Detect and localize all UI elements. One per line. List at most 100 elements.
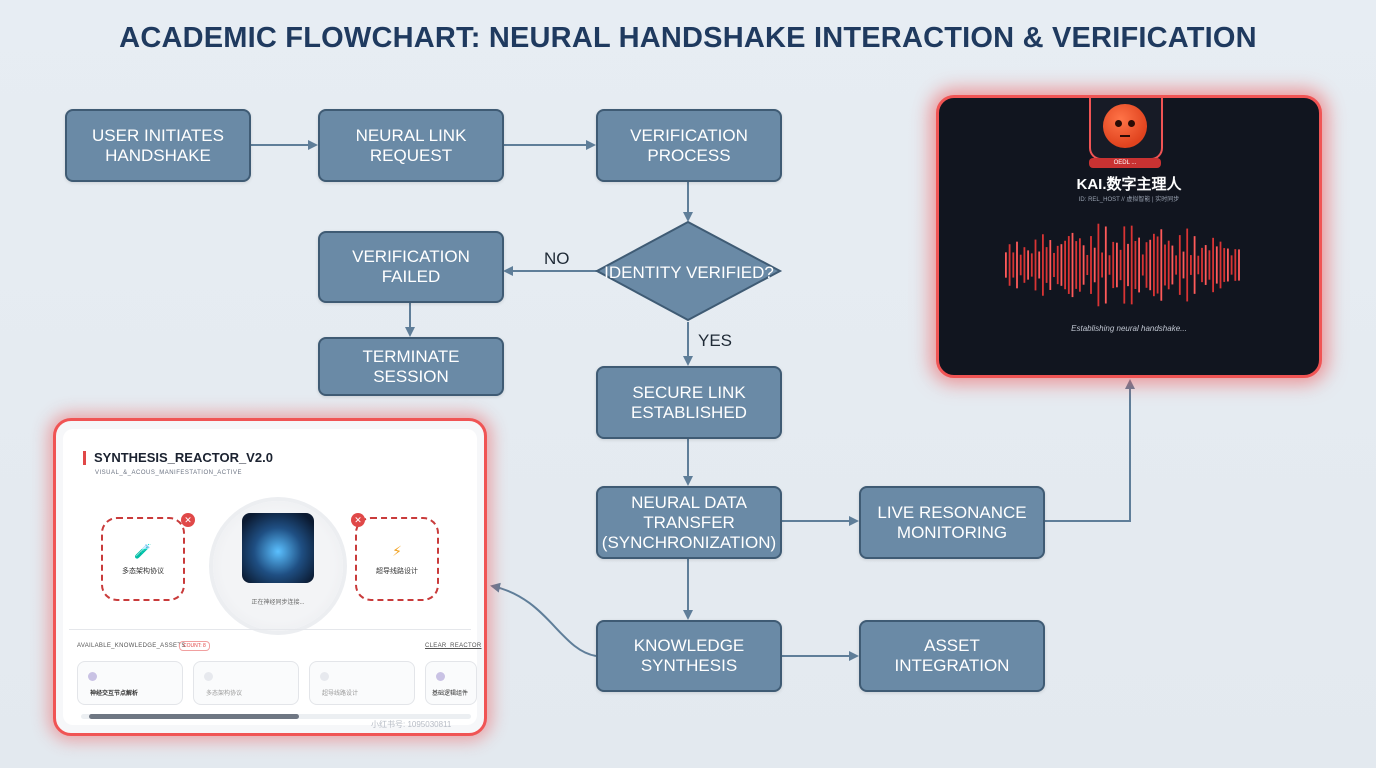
- waveform-bar: [1116, 242, 1118, 288]
- close-icon[interactable]: ✕: [181, 513, 195, 527]
- reactor-card-right-label: 超导线路设计: [376, 567, 418, 575]
- waveform-bar: [1071, 232, 1074, 298]
- waveform-bar: [1141, 254, 1144, 276]
- kai-name: KAI.数字主理人: [1076, 176, 1182, 193]
- list-item[interactable]: 多态架构协议: [193, 661, 299, 705]
- waveform-bar: [1153, 233, 1155, 297]
- scrollbar-thumb[interactable]: [89, 714, 299, 719]
- node-neural-data-transfer: NEURAL DATA TRANSFER (SYNCHRONIZATION): [596, 486, 782, 559]
- waveform-bar: [1164, 244, 1166, 286]
- kai-host-panel: OEDL ... KAI.数字主理人 ID: REL_HOST // 虚拟智能 …: [936, 95, 1322, 378]
- waveform-bar: [1134, 241, 1137, 289]
- waveform-bar: [1042, 234, 1044, 296]
- waveform-bar: [1171, 245, 1174, 285]
- waveform-bar: [1101, 252, 1103, 278]
- robot-avatar: [1089, 98, 1163, 160]
- waveform-bar: [1145, 242, 1148, 288]
- waveform-bar: [1053, 252, 1055, 278]
- waveform-bar: [1193, 236, 1196, 294]
- waveform-bar: [1030, 253, 1033, 277]
- close-icon[interactable]: ✕: [351, 513, 365, 527]
- waveform-bar: [1034, 239, 1037, 291]
- node-secure-link-established: SECURE LINK ESTABLISHED: [596, 366, 782, 439]
- waveform-bar: [1016, 241, 1018, 289]
- kai-status: Establishing neural handshake...: [1071, 324, 1187, 333]
- kai-subtitle: ID: REL_HOST // 虚拟智能 | 实时同步: [1078, 197, 1180, 203]
- waveform-bar: [1238, 249, 1240, 281]
- waveform-bar: [1119, 249, 1122, 281]
- reactor-subtitle: VISUAL_&_ACOUS_MANIFESTATION_ACTIVE: [95, 470, 242, 476]
- test-tube-icon: 🧪: [134, 542, 152, 559]
- reactor-title: SYNTHESIS_REACTOR_V2.0: [83, 451, 273, 465]
- list-item[interactable]: 超导线路设计: [309, 661, 415, 705]
- waveform-bar: [1204, 245, 1207, 285]
- waveform-bar: [1019, 254, 1022, 276]
- page-title: ACADEMIC FLOWCHART: NEURAL HANDSHAKE INT…: [119, 22, 1257, 54]
- lightning-icon: ⚡: [392, 542, 402, 559]
- clear-reactor-button[interactable]: CLEAR_REACTOR: [425, 643, 482, 649]
- reactor-card-right[interactable]: ⚡ 超导线路设计: [355, 517, 439, 601]
- waveform-bar: [1227, 248, 1229, 282]
- decision-diamond: [594, 220, 783, 322]
- waveform-bar: [1197, 255, 1200, 275]
- waveform-bar: [1086, 254, 1089, 276]
- waveform-bar: [1075, 241, 1078, 289]
- waveform-bar: [1082, 245, 1085, 285]
- reactor-card-left-label: 多态架构协议: [122, 567, 164, 575]
- divider: [69, 629, 471, 630]
- waveform-bar: [1108, 255, 1111, 275]
- waveform-bar: [1138, 237, 1140, 293]
- waveform-bar: [1067, 236, 1070, 294]
- reactor-core-caption: 正在神经同步连接...: [251, 600, 305, 606]
- waveform-bar: [1208, 250, 1211, 280]
- waveform-bar: [1023, 247, 1026, 283]
- waveform-bar: [1049, 240, 1052, 290]
- kai-badge: OEDL ...: [1089, 158, 1161, 168]
- waveform-bar: [1230, 255, 1233, 275]
- asset-count-badge: COUNT: 8: [179, 641, 210, 651]
- edge-knowledge-reactor: [490, 582, 597, 657]
- list-item[interactable]: 基础逻辑组件: [425, 661, 477, 705]
- waveform-bar: [1008, 244, 1011, 286]
- waveform-bar: [1223, 248, 1226, 282]
- waveform-bar: [1219, 241, 1222, 289]
- waveform-bar: [1112, 241, 1115, 289]
- waveform-bar: [1201, 247, 1203, 283]
- waveform-bar: [1182, 251, 1185, 279]
- waveform-bar: [1056, 245, 1059, 285]
- reactor-card-left[interactable]: 🧪 多态架构协议: [101, 517, 185, 601]
- synthesis-reactor-panel: SYNTHESIS_REACTOR_V2.0 VISUAL_&_ACOUS_MA…: [53, 418, 487, 736]
- node-live-resonance-monitoring: LIVE RESONANCE MONITORING: [859, 486, 1045, 559]
- audio-waveform: [1005, 223, 1240, 307]
- reactor-core: 正在神经同步连接...: [213, 501, 343, 631]
- node-terminate-session: TERMINATE SESSION: [318, 337, 504, 396]
- node-verification-process: VERIFICATION PROCESS: [596, 109, 782, 182]
- waveform-bar: [1190, 255, 1192, 275]
- node-identity-verified: IDENTITY VERIFIED?: [604, 262, 774, 282]
- waveform-bar: [1012, 252, 1015, 278]
- waveform-bar: [1178, 235, 1181, 295]
- waveform-bar: [1097, 223, 1100, 307]
- waveform-bar: [1149, 239, 1152, 291]
- waveform-bar: [1060, 244, 1063, 286]
- horizontal-scrollbar[interactable]: [81, 714, 471, 719]
- waveform-bar: [1130, 225, 1133, 305]
- waveform-bar: [1127, 243, 1129, 287]
- node-knowledge-synthesis: KNOWLEDGE SYNTHESIS: [596, 620, 782, 692]
- waveform-bar: [1093, 247, 1096, 283]
- waveform-bar: [1234, 249, 1237, 281]
- node-neural-link-request: NEURAL LINK REQUEST: [318, 109, 504, 182]
- node-verification-failed: VERIFICATION FAILED: [318, 231, 504, 303]
- neural-core-image: [242, 513, 314, 583]
- waveform-bar: [1186, 228, 1189, 302]
- reactor-footer: 小红书号: 1095030811: [371, 720, 452, 729]
- waveform-bar: [1079, 238, 1081, 292]
- edge-label-no: NO: [544, 249, 570, 268]
- waveform-bar: [1038, 251, 1041, 279]
- node-user-initiates-handshake: USER INITIATES HANDSHAKE: [65, 109, 251, 182]
- waveform-bar: [1156, 236, 1159, 294]
- list-item[interactable]: 神经交互节点解析: [77, 661, 183, 705]
- robot-face-icon: [1103, 104, 1147, 148]
- waveform-bar: [1167, 240, 1170, 290]
